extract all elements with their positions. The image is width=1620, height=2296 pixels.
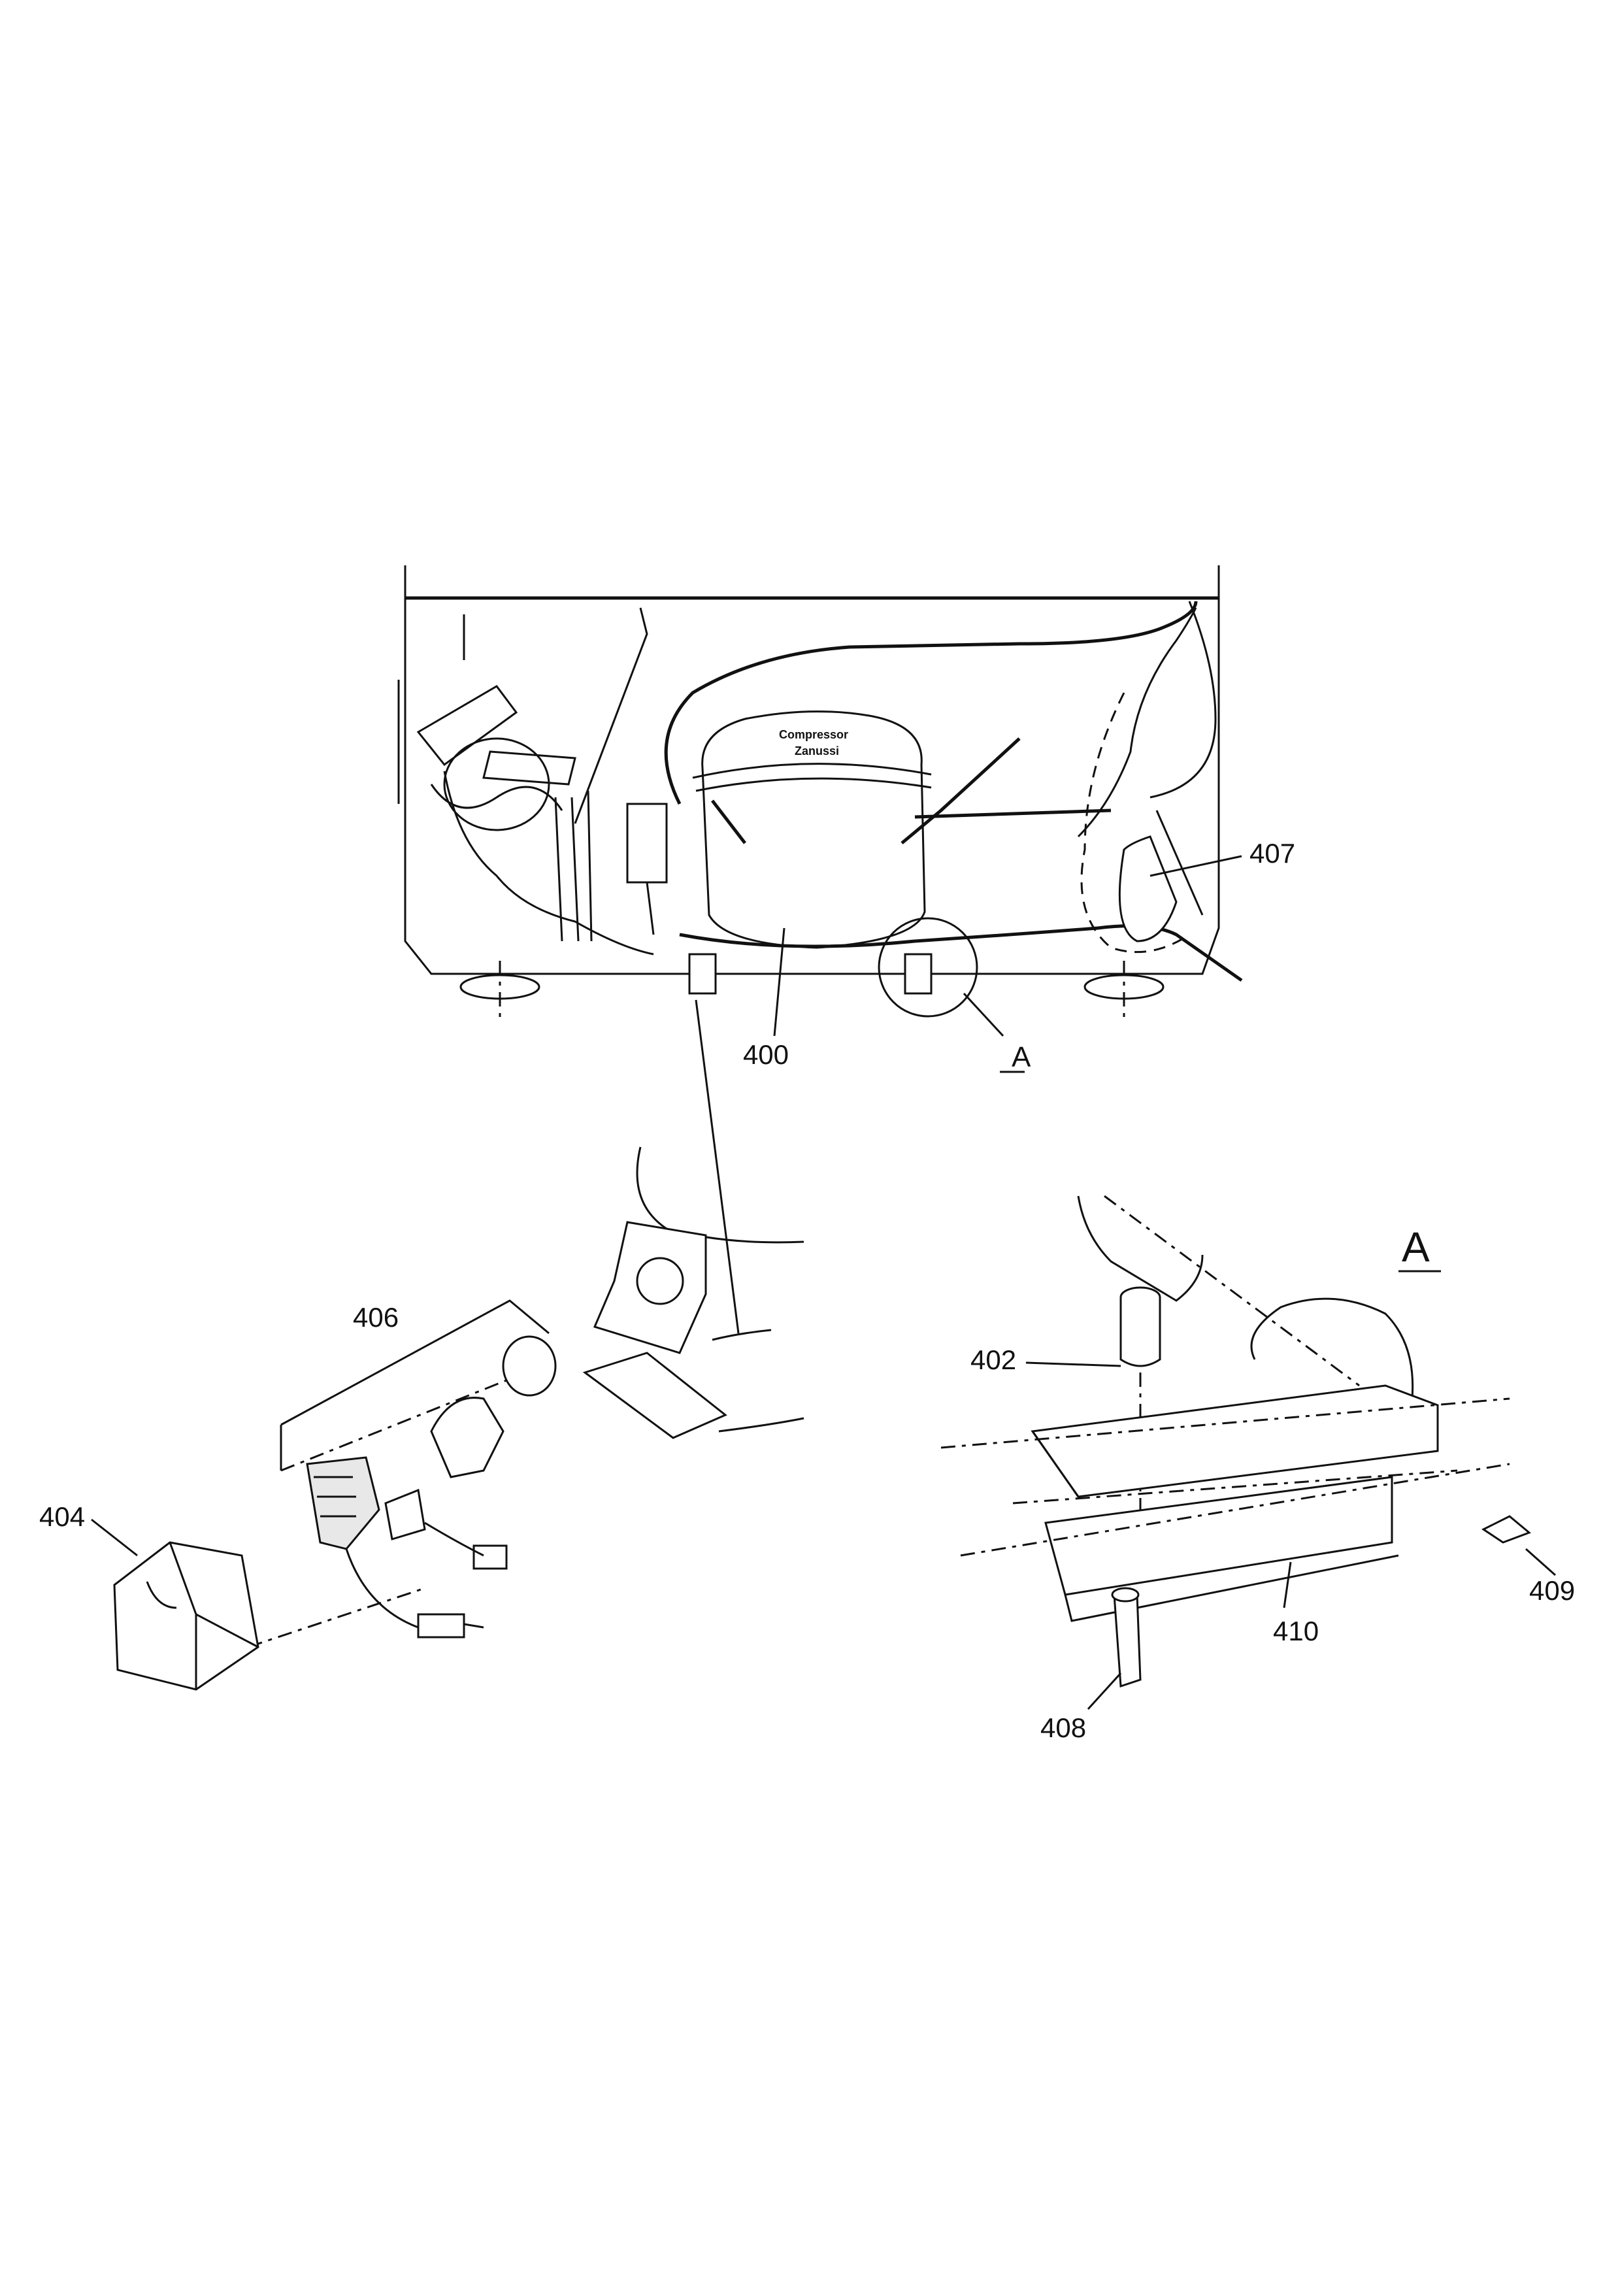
relay-cover xyxy=(113,1541,259,1691)
callout-406: 406 xyxy=(353,1302,399,1333)
compressor-electrical-parts: 406 404 xyxy=(39,999,804,1691)
compressor-brand-line2: Zanussi xyxy=(795,744,839,757)
detail-title-a: A xyxy=(1402,1223,1430,1271)
callout-408: 408 xyxy=(1040,1712,1086,1743)
compressor-compartment-assembly: Compressor Zanussi A 400 407 xyxy=(397,565,1295,1073)
callout-410: 410 xyxy=(1273,1616,1319,1646)
screw-408 xyxy=(1111,1587,1142,1688)
grommet-402 xyxy=(1119,1286,1161,1367)
detail-marker-a: A xyxy=(1012,1041,1031,1073)
callout-402: 402 xyxy=(970,1344,1016,1375)
compressor-brand-line1: Compressor xyxy=(779,728,848,741)
callout-409: 409 xyxy=(1529,1575,1575,1606)
callout-400: 400 xyxy=(743,1039,789,1070)
callout-407: 407 xyxy=(1249,838,1295,869)
detail-a-circle xyxy=(878,917,978,1018)
clip-409 xyxy=(1481,1515,1531,1544)
detail-a-mounting: A 402 410 408 4 xyxy=(940,1195,1575,1743)
callout-404: 404 xyxy=(39,1501,85,1532)
compressor: Compressor Zanussi xyxy=(692,710,1112,949)
